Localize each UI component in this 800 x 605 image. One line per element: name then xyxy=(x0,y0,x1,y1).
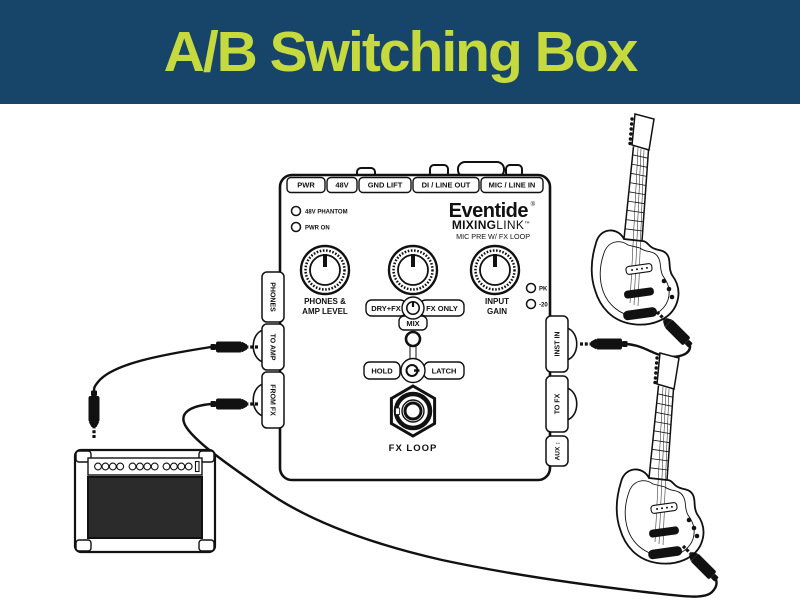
phones-knob-label-1: PHONES & xyxy=(304,297,346,306)
amp-knobs xyxy=(94,460,200,473)
model-tm: ™ xyxy=(524,221,530,227)
hold-label: HOLD xyxy=(371,366,393,375)
knobs xyxy=(299,244,521,296)
phones-jack-label: PHONES xyxy=(269,282,276,312)
input-gain-knob xyxy=(469,244,521,296)
from-fx-jack xyxy=(252,383,264,417)
mixinglink-device: PWR 48V GND LIFT DI / LINE OUT MIC / LIN… xyxy=(252,161,578,482)
amplifier xyxy=(73,448,217,554)
hold-latch-selector: HOLD LATCH xyxy=(363,357,465,384)
cable-guitar-b-to-from-fx xyxy=(182,402,718,598)
peak-led xyxy=(525,282,537,294)
fx-loop-footswitch xyxy=(389,384,437,438)
brand-logo: Eventide xyxy=(449,200,529,222)
fx-only-label: FX ONLY xyxy=(426,304,458,313)
page-title: A/B Switching Box xyxy=(163,20,639,84)
mix-trim-pot-icon xyxy=(405,300,420,315)
to-amp-jack xyxy=(252,329,264,363)
left-jack-tabs: PHONES TO AMP FROM FX xyxy=(261,271,285,429)
guitar-b xyxy=(615,352,705,565)
from-fx-jack-label: FROM FX xyxy=(269,384,276,416)
to-amp-jack-label: TO AMP xyxy=(269,334,276,361)
port-label-mic-line-in: MIC / LINE IN xyxy=(489,181,536,190)
latch-label: LATCH xyxy=(432,366,457,375)
amp-control-panel xyxy=(87,457,203,476)
model-name-bold: MIXING xyxy=(452,218,496,232)
amp-grille xyxy=(87,476,203,539)
title-banner: A/B Switching Box xyxy=(0,0,800,104)
brand-block: Eventide ® MIXINGLINK™ MIC PRE W/ FX LOO… xyxy=(449,200,536,241)
power-led-label: PWR ON xyxy=(305,226,330,232)
guitar-a xyxy=(590,113,680,326)
port-label-pwr: PWR xyxy=(297,181,315,190)
cable-to-amp xyxy=(92,345,212,392)
minus20-led xyxy=(525,298,537,310)
brand-registered-mark: ® xyxy=(531,201,536,208)
plug-into-from-fx xyxy=(208,396,260,412)
port-label-48v: 48V xyxy=(335,181,348,190)
wiring-diagram: PWR 48V GND LIFT DI / LINE OUT MIC / LIN… xyxy=(0,104,800,600)
model-subtitle: MIC PRE W/ FX LOOP xyxy=(456,232,530,241)
inst-in-jack-label: INST IN xyxy=(555,332,562,357)
plug-into-amp xyxy=(86,388,102,440)
port-label-gnd-lift: GND LIFT xyxy=(368,181,403,190)
peak-led-label: PK xyxy=(539,287,548,293)
amp-input-jack xyxy=(194,460,200,473)
phantom-led xyxy=(290,205,302,217)
to-fx-jack xyxy=(566,387,578,421)
phones-amp-level-knob xyxy=(299,244,351,296)
model-name: MIXINGLINK™ xyxy=(452,218,530,232)
power-led xyxy=(290,221,302,233)
dry-fx-label: DRY+FX xyxy=(371,304,401,313)
to-fx-jack-label: TO FX xyxy=(555,393,562,414)
gain-knob-label-1: INPUT xyxy=(485,297,509,306)
phantom-led-label: 48V PHANTOM xyxy=(305,210,348,216)
plug-into-inst-in xyxy=(578,336,630,352)
footswitch-label: FX LOOP xyxy=(389,443,438,454)
port-label-di-line-out: DI / LINE OUT xyxy=(422,181,471,190)
footswitch-mode-icon xyxy=(405,364,420,377)
minus20-led-label: -20 xyxy=(539,303,548,309)
plug-into-to-amp xyxy=(208,339,260,355)
mix-selector: DRY+FX FX ONLY MIX xyxy=(365,296,465,331)
phones-knob-label-2: AMP LEVEL xyxy=(302,307,348,316)
aux-jack-label: AUX ↕ xyxy=(555,442,562,461)
right-jack-tabs: INST IN TO FX AUX ↕ xyxy=(545,315,569,467)
cable-guitar-a-to-inst-in xyxy=(626,342,692,358)
mix-knob xyxy=(387,244,439,296)
gain-knob-label-2: GAIN xyxy=(487,307,507,316)
model-name-light: LINK xyxy=(496,218,524,232)
mix-label: MIX xyxy=(406,319,419,328)
footswitch-led xyxy=(404,330,422,348)
inst-in-jack xyxy=(566,327,578,361)
